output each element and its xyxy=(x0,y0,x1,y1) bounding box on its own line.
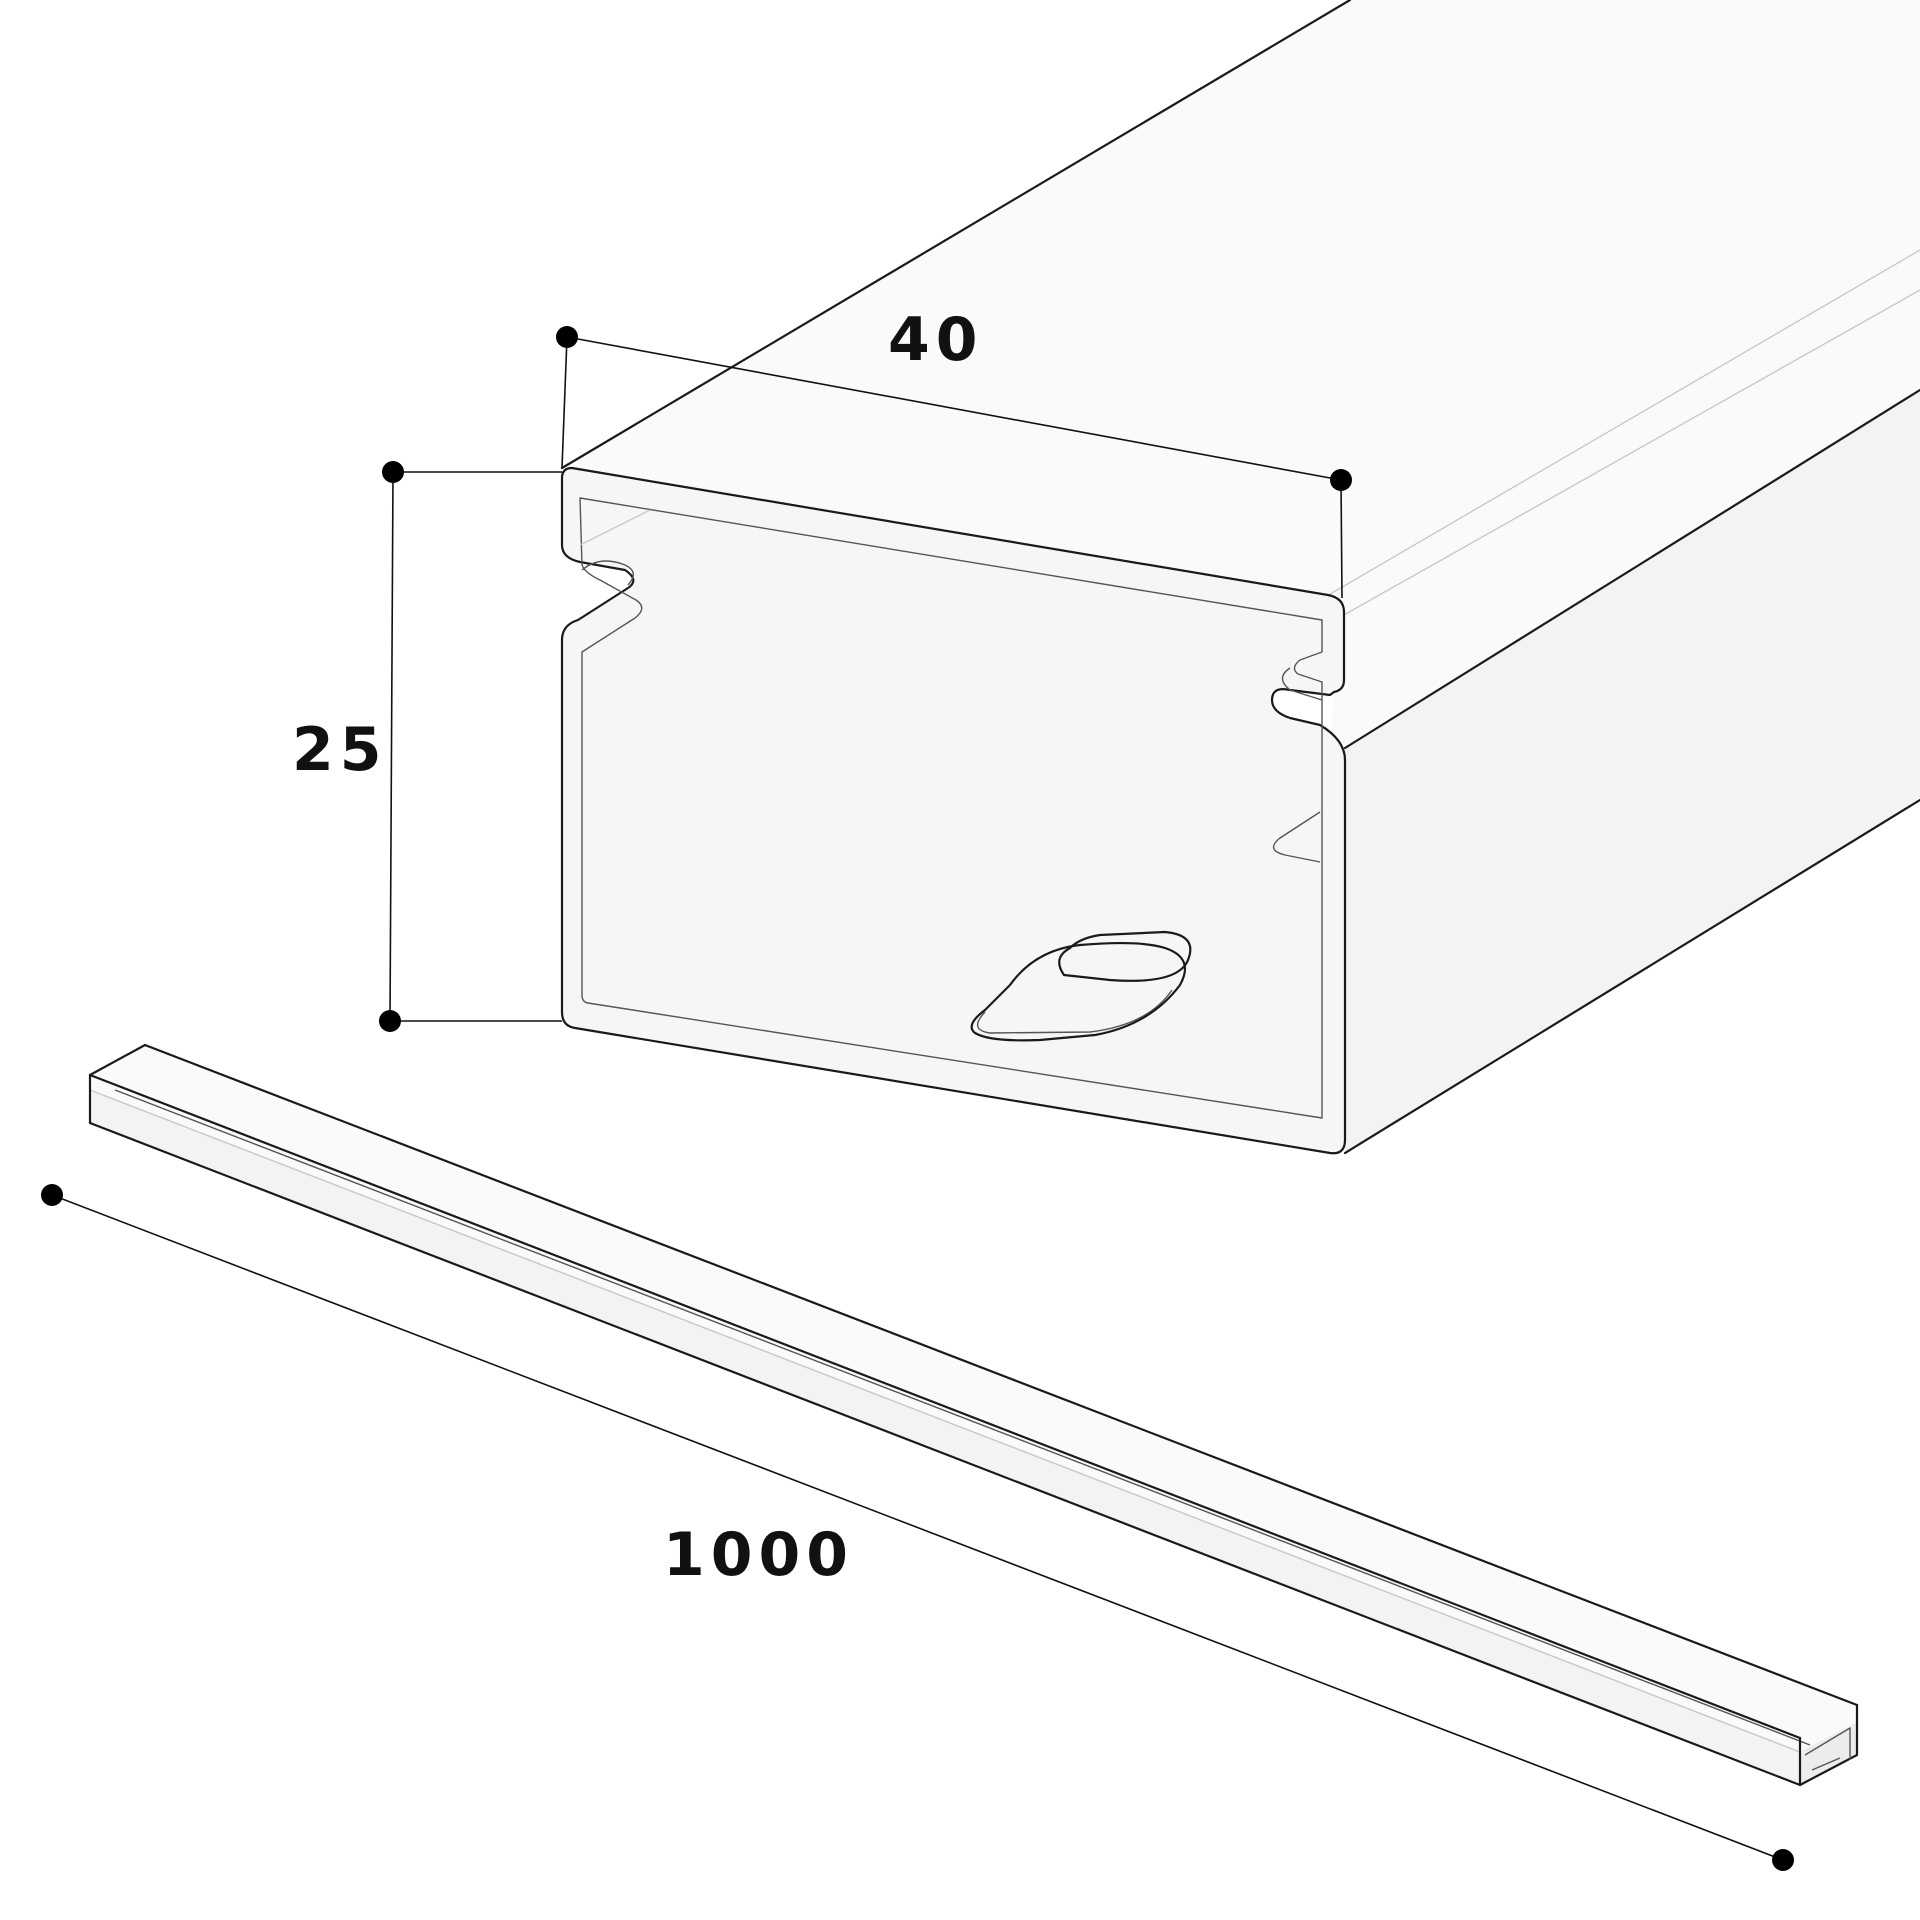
duct-inner-lip-left xyxy=(581,560,634,586)
height-endpoint-bottom xyxy=(379,1010,401,1032)
height-endpoint-top xyxy=(382,461,404,483)
strip-right-end xyxy=(1798,1703,1859,1787)
duct-profile-inner xyxy=(579,497,1323,1119)
duct-profile-outer xyxy=(560,466,1347,1155)
strip-top-back-edge xyxy=(143,1043,1859,1707)
base-slot-inner xyxy=(977,989,1173,1034)
strip-groove-line xyxy=(89,1089,1801,1753)
trunking-full-length xyxy=(88,1043,1859,1787)
dimension-width: 40 xyxy=(556,305,1352,599)
height-dimension-line xyxy=(389,471,394,1022)
dimension-height: 25 xyxy=(292,461,562,1032)
duct-ridge-line xyxy=(1319,249,1920,601)
width-dimension-line xyxy=(566,336,1342,481)
height-label: 25 xyxy=(292,715,388,785)
strip-right-end-inner xyxy=(1804,1727,1851,1771)
strip-top-face xyxy=(90,1045,1857,1752)
strip-left-end xyxy=(88,1043,147,1125)
length-endpoint-left xyxy=(41,1184,63,1206)
duct-top-face xyxy=(562,0,1920,748)
dimension-length: 1000 xyxy=(41,1184,1794,1871)
side-slot xyxy=(1272,811,1321,863)
width-extension-left xyxy=(561,336,568,469)
duct-side-face xyxy=(1345,390,1920,1153)
duct-inner-lip-right xyxy=(1281,667,1323,701)
width-extension-right xyxy=(1340,479,1343,599)
duct-inner-top-line xyxy=(579,509,651,546)
width-label: 40 xyxy=(888,305,984,375)
length-dimension-line xyxy=(51,1194,1784,1861)
length-endpoint-right xyxy=(1772,1849,1794,1871)
duct-side-bottom-edge xyxy=(1343,798,1920,1155)
base-slot xyxy=(1058,930,1192,982)
duct-ridge-line-2 xyxy=(1334,289,1920,621)
length-label: 1000 xyxy=(663,1520,854,1590)
trunking-section-closeup xyxy=(560,0,1920,1155)
strip-bottom-edge xyxy=(88,1121,1802,1787)
width-endpoint-left xyxy=(556,326,578,348)
base-slot-outline xyxy=(970,941,1187,1042)
strip-front-face xyxy=(90,1090,1800,1785)
strip-top-front-edge xyxy=(88,1073,1802,1740)
duct-top-edge xyxy=(560,0,1352,470)
duct-side-upper-edge xyxy=(1343,388,1920,750)
width-endpoint-right xyxy=(1330,469,1352,491)
strip-groove-line-2 xyxy=(114,1089,1811,1746)
